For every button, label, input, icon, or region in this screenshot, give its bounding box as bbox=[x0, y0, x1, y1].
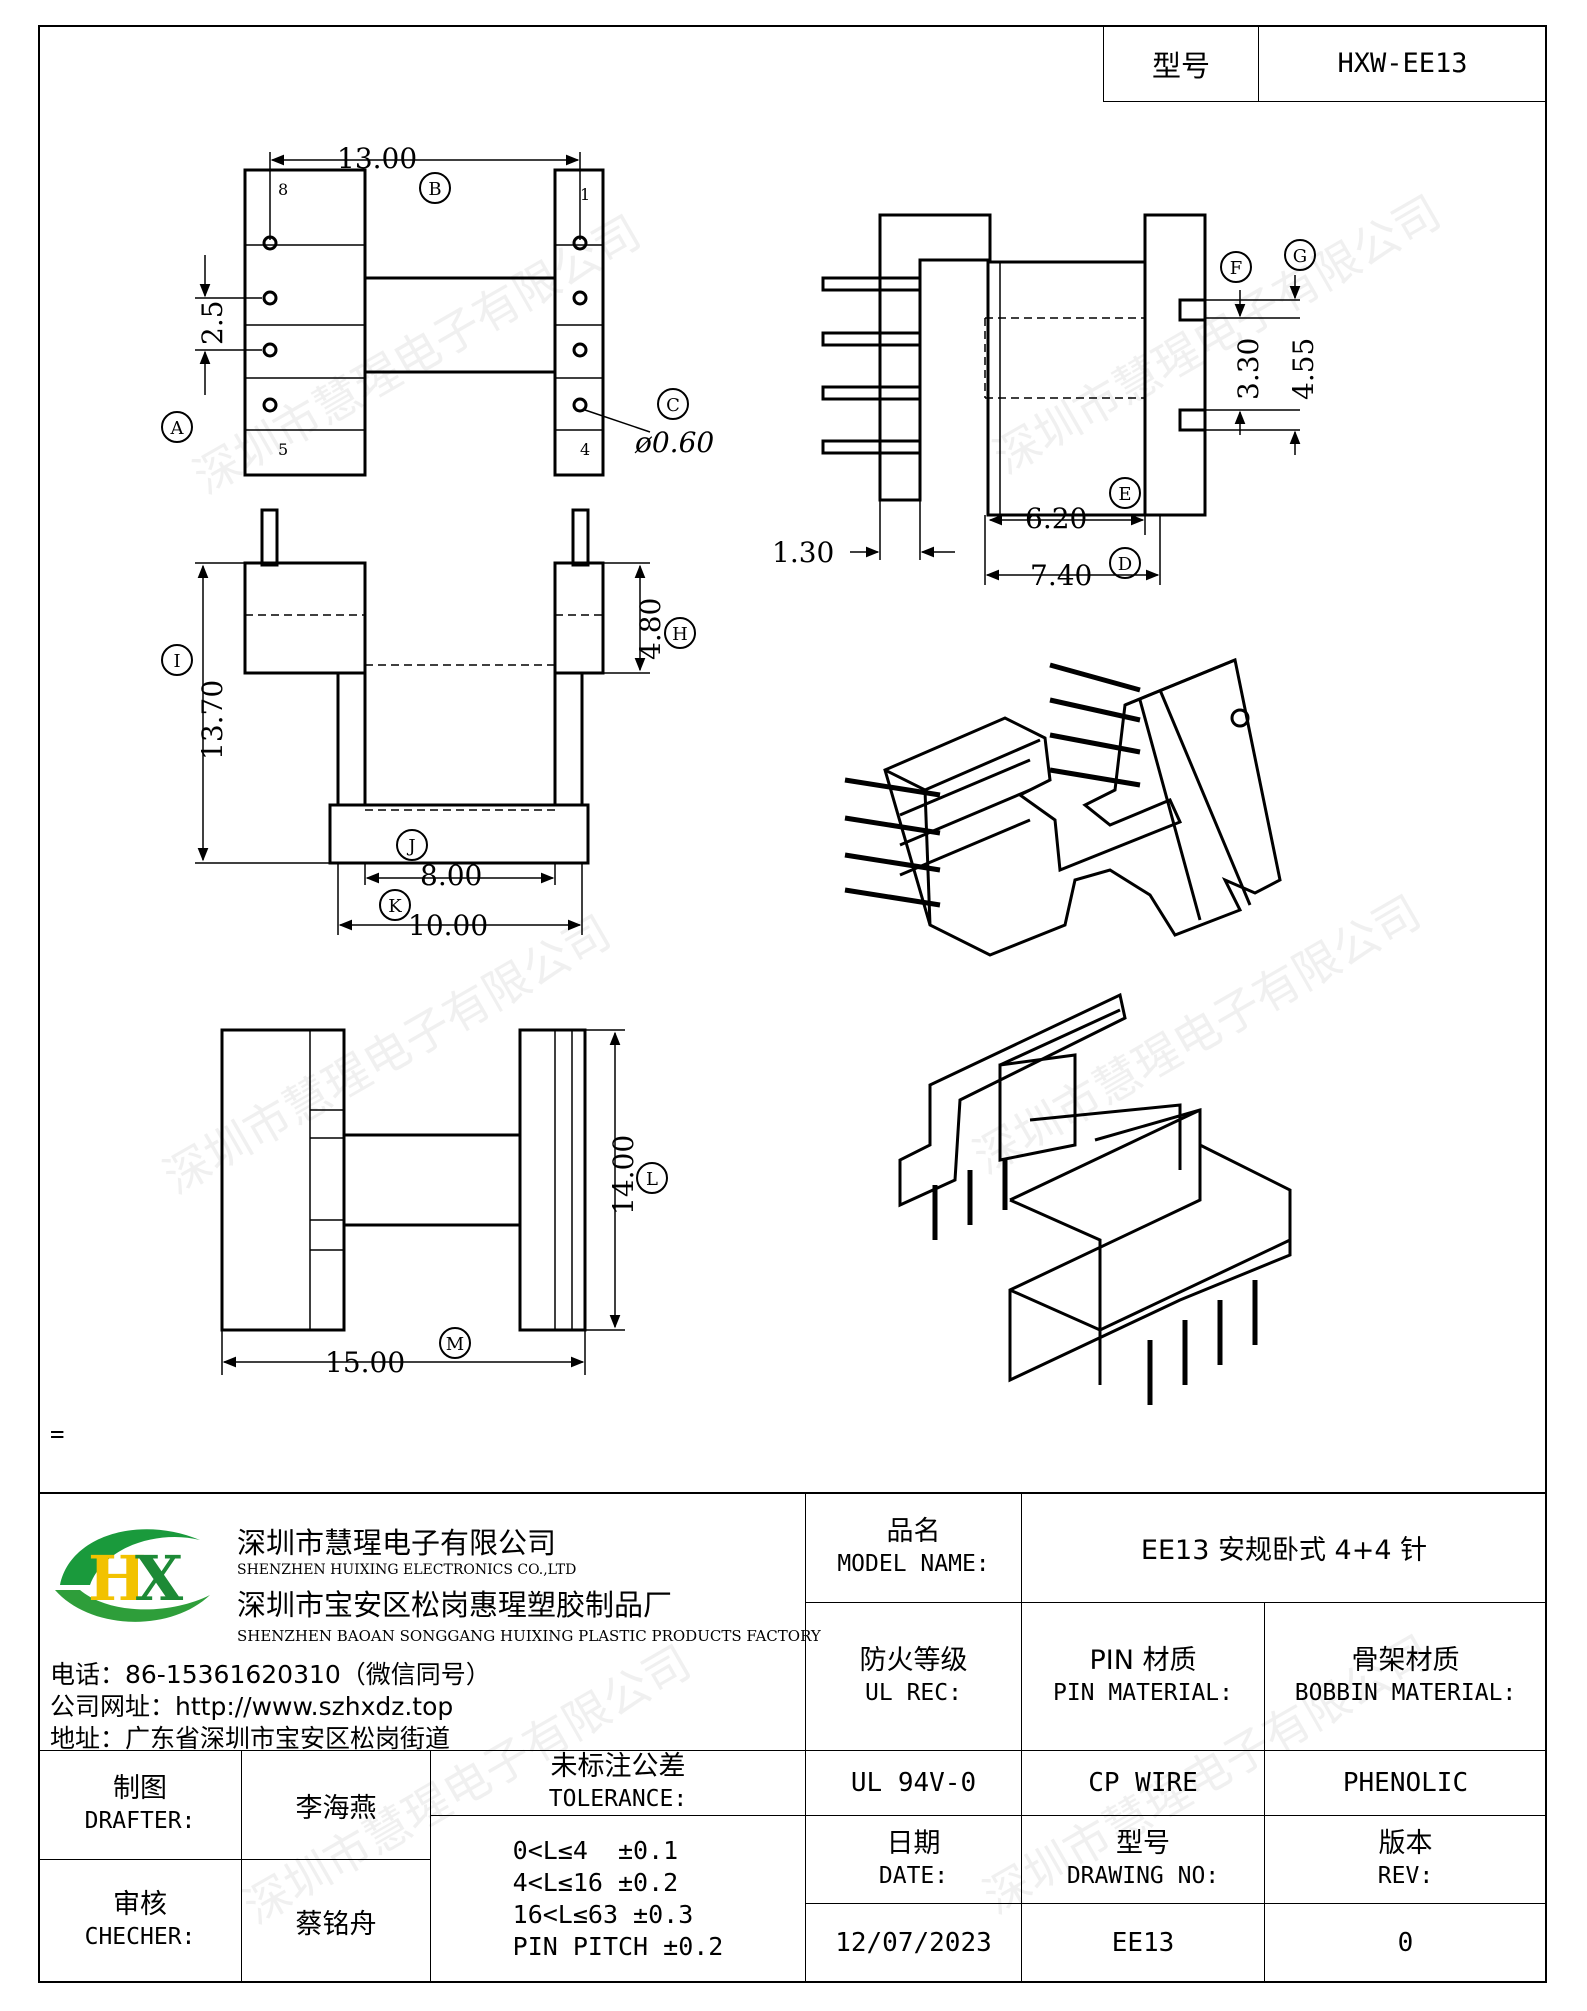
company-address: 地址：广东省深圳市宝安区松岗街道 bbox=[50, 1724, 451, 1753]
dim-10-00: 10.00 bbox=[408, 909, 488, 942]
rev-label: 版本 REV: bbox=[1264, 1815, 1547, 1904]
factory-name-en: SHENZHEN BAOAN SONGGANG HUIXING PLASTIC … bbox=[237, 1627, 821, 1645]
dim-15-00: 15.00 bbox=[325, 1346, 405, 1379]
date-label-en: DATE: bbox=[878, 1862, 949, 1889]
isometric-view-top bbox=[844, 657, 1282, 957]
dim-0-60: ø0.60 bbox=[634, 426, 714, 459]
dim-7-40: 7.40 bbox=[1030, 559, 1092, 592]
pin-num-4: 4 bbox=[580, 440, 590, 459]
header-model-label: 型号 bbox=[1103, 25, 1259, 102]
drafter-label-en: DRAFTER: bbox=[84, 1808, 196, 1834]
ul-rec-label: 防火等级 UL REC: bbox=[805, 1602, 1022, 1751]
isometric-view-bottom bbox=[898, 992, 1292, 1405]
top-view bbox=[243, 168, 605, 477]
bobbin-material-value: PHENOLIC bbox=[1264, 1750, 1547, 1816]
drawing-no-value: EE13 bbox=[1021, 1903, 1265, 1983]
dim-2-5: 2.5 bbox=[196, 300, 229, 345]
title-block-top-line bbox=[38, 1492, 1547, 1494]
dim-6-20: 6.20 bbox=[1025, 502, 1087, 535]
drafter-label-cn: 制图 bbox=[113, 1773, 167, 1804]
company-logo: H X bbox=[55, 1529, 210, 1622]
date-value: 12/07/2023 bbox=[805, 1903, 1022, 1983]
factory-name-cn: 深圳市宝安区松岗惠瑆塑胶制品厂 bbox=[237, 1588, 673, 1622]
tolerance-label: 未标注公差 TOLERANCE: bbox=[430, 1750, 806, 1816]
rev-label-cn: 版本 bbox=[1378, 1827, 1433, 1859]
circle-label-b: B bbox=[428, 179, 441, 200]
dim-14-00: 14.00 bbox=[607, 1135, 640, 1215]
header-model-value: HXW-EE13 bbox=[1258, 25, 1547, 102]
circle-label-m: M bbox=[446, 1334, 464, 1355]
ul-rec-label-en: UL REC: bbox=[865, 1679, 962, 1706]
checker-label-en: CHECHER: bbox=[84, 1924, 196, 1950]
company-name-cn: 深圳市慧瑆电子有限公司 bbox=[237, 1526, 557, 1560]
profile-view bbox=[821, 213, 1207, 517]
tolerance-row: 0<L≤4 ±0.1 bbox=[512, 1836, 679, 1865]
tolerance-label-en: TOLERANCE: bbox=[548, 1786, 688, 1812]
tolerance-row: PIN PITCH ±0.2 bbox=[512, 1932, 724, 1961]
drafter-label: 制图 DRAFTER: bbox=[38, 1750, 242, 1860]
circle-label-c: C bbox=[666, 395, 680, 416]
date-label: 日期 DATE: bbox=[805, 1815, 1022, 1904]
bobbin-material-label: 骨架材质 BOBBIN MATERIAL: bbox=[1264, 1602, 1547, 1751]
pin-material-label-en: PIN MATERIAL: bbox=[1052, 1679, 1233, 1706]
dim-8-00: 8.00 bbox=[420, 859, 482, 892]
dim-3-30: 3.30 bbox=[1232, 338, 1265, 400]
dim-13-70: 13.70 bbox=[196, 680, 229, 760]
dim-4-55: 4.55 bbox=[1287, 338, 1320, 400]
circle-label-g: G bbox=[1293, 246, 1307, 267]
bobbin-material-label-en: BOBBIN MATERIAL: bbox=[1294, 1679, 1517, 1706]
dim-13-00: 13.00 bbox=[337, 142, 417, 175]
model-name-value: EE13 安规卧式 4+4 针 bbox=[1021, 1492, 1547, 1603]
date-label-cn: 日期 bbox=[886, 1827, 941, 1859]
checker-label: 审核 CHECHER: bbox=[38, 1859, 242, 1983]
bobbin-material-label-cn: 骨架材质 bbox=[1351, 1644, 1460, 1676]
circle-label-j: J bbox=[406, 836, 415, 857]
tolerance-label-cn: 未标注公差 bbox=[550, 1751, 686, 1782]
svg-text:X: X bbox=[135, 1542, 184, 1615]
dim-4-80: 4.80 bbox=[634, 598, 667, 660]
ul-rec-label-cn: 防火等级 bbox=[859, 1644, 968, 1676]
side-view bbox=[220, 1028, 587, 1332]
circle-label-e: E bbox=[1118, 484, 1131, 505]
svg-text:H: H bbox=[88, 1542, 147, 1615]
tolerance-row: 4<L≤16 ±0.2 bbox=[512, 1868, 679, 1897]
circle-label-i: I bbox=[173, 651, 180, 672]
company-phone: 电话：86-15361620310（微信同号） bbox=[50, 1660, 491, 1689]
circle-label-l: L bbox=[646, 1169, 658, 1190]
rev-value: 0 bbox=[1264, 1903, 1547, 1983]
dim-1-30: 1.30 bbox=[772, 536, 834, 569]
company-name-en: SHENZHEN HUIXING ELECTRONICS CO.,LTD bbox=[237, 1562, 577, 1578]
pin-material-label-cn: PIN 材质 bbox=[1089, 1644, 1197, 1676]
pin-material-value: CP WIRE bbox=[1021, 1750, 1265, 1816]
model-name-label: 品名 MODEL NAME: bbox=[805, 1492, 1022, 1603]
checker-label-cn: 审核 bbox=[113, 1889, 167, 1920]
drafter-value: 李海燕 bbox=[241, 1750, 431, 1860]
ul-rec-value: UL 94V-0 bbox=[805, 1750, 1022, 1816]
circle-label-a: A bbox=[170, 418, 185, 439]
circle-label-k: K bbox=[388, 896, 402, 917]
tolerance-table: 0<L≤4 ±0.1 4<L≤16 ±0.2 16<L≤63 ±0.3 PIN … bbox=[430, 1815, 806, 1983]
circle-label-h: H bbox=[672, 624, 688, 645]
circle-label-f: F bbox=[1230, 258, 1243, 279]
pin-num-8: 8 bbox=[278, 180, 288, 199]
pin-material-label: PIN 材质 PIN MATERIAL: bbox=[1021, 1602, 1265, 1751]
model-name-label-cn: 品名 bbox=[886, 1515, 941, 1547]
company-website: 公司网址：http://www.szhxdz.top bbox=[50, 1692, 454, 1721]
pin-num-1: 1 bbox=[580, 185, 590, 204]
drawing-no-label: 型号 DRAWING NO: bbox=[1021, 1815, 1265, 1904]
model-name-label-en: MODEL NAME: bbox=[837, 1550, 990, 1577]
drawing-no-label-en: DRAWING NO: bbox=[1066, 1862, 1220, 1889]
circle-label-d: D bbox=[1118, 554, 1132, 575]
drawing-no-label-cn: 型号 bbox=[1115, 1827, 1170, 1859]
tolerance-row: 16<L≤63 ±0.3 bbox=[512, 1900, 694, 1929]
checker-value: 蔡铭舟 bbox=[241, 1859, 431, 1983]
note-mark: = bbox=[50, 1420, 65, 1448]
rev-label-en: REV: bbox=[1377, 1862, 1434, 1889]
technical-drawing: 8 1 5 4 13.00 2.5 ø0.60 13.70 4.80 8.00 bbox=[161, 142, 1320, 1405]
front-view bbox=[243, 508, 605, 865]
pin-num-5: 5 bbox=[278, 440, 288, 459]
